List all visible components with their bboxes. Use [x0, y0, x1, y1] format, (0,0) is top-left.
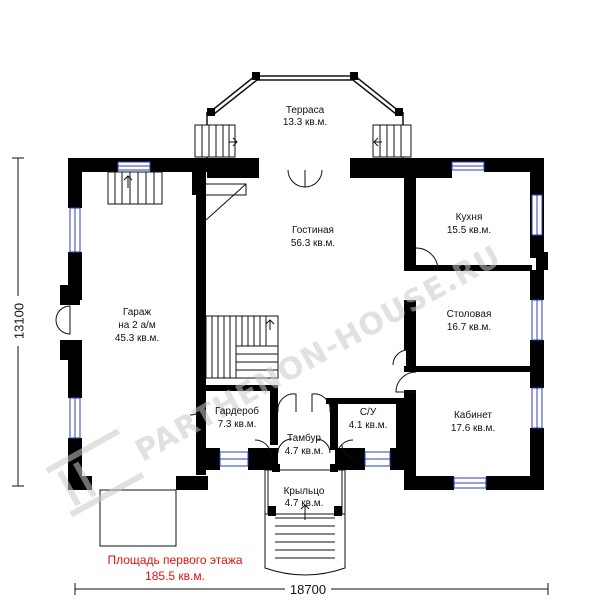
porch-area: 4.7 кв.м.: [285, 498, 324, 509]
garage-driveway: [99, 489, 177, 547]
terrace-stairs-left: [194, 124, 238, 158]
office-name: Кабинет: [454, 409, 492, 421]
office-area: 17.6 кв.м.: [451, 423, 495, 434]
kitchen-name: Кухня: [456, 212, 483, 223]
wardrobe-area: 7.3 кв.м.: [218, 419, 257, 430]
total-area-label: Площадь первого этажа: [107, 553, 242, 567]
height-dimension: 13100: [11, 303, 26, 339]
width-dimension: 18700: [290, 582, 326, 597]
dining-name: Столовая: [447, 309, 492, 320]
vestibule-area: 4.7 кв.м.: [285, 446, 324, 457]
windows: [69, 161, 543, 489]
vestibule-name: Тамбур: [287, 432, 321, 444]
interior-walls: [192, 165, 532, 490]
terrace-name: Терраса: [286, 105, 325, 116]
garage-name-line2: на 2 а/м: [118, 320, 156, 331]
room-labels: Терраса 13.3 кв.м. Гостиная 56.3 кв.м. К…: [115, 105, 495, 509]
garage-stairs: [107, 171, 163, 205]
porch-name: Крыльцо: [284, 486, 325, 497]
garage-area: 45.3 кв.м.: [115, 333, 159, 344]
wardrobe-name: Гардероб: [215, 405, 259, 417]
dining-area: 16.7 кв.м.: [447, 322, 491, 333]
porch: [264, 469, 346, 576]
porch-columns: [268, 464, 342, 516]
living-name: Гостиная: [292, 225, 334, 236]
living-stairs: [205, 183, 279, 379]
watermark-logo-icon: [45, 428, 145, 518]
wc-name: С/У: [360, 407, 377, 418]
doors: [55, 169, 439, 459]
terrace-area: 13.3 кв.м.: [283, 117, 327, 128]
wc-area: 4.1 кв.м.: [349, 420, 388, 431]
living-area: 56.3 кв.м.: [291, 238, 335, 249]
terrace-stairs-right: [372, 124, 412, 158]
kitchen-area: 15.5 кв.м.: [447, 225, 491, 236]
garage-name: Гараж: [123, 307, 152, 318]
total-area-value: 185.5 кв.м.: [145, 569, 205, 583]
